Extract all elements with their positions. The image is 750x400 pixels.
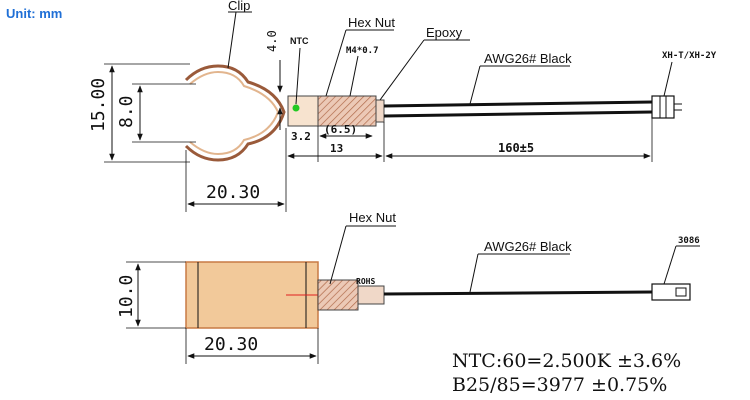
label-side-hex-nut: Hex Nut [349,210,396,225]
wire-top [383,100,653,108]
dim-width: 20.30 [206,182,260,203]
dim-tip: 4.0 [265,30,279,52]
label-side-connector: 3086 [678,236,700,246]
top-view: Clip Hex Nut Epoxy NTC M4*0.7 AWG26# Bla… [88,0,717,212]
dim-side-width: 20.30 [204,334,258,355]
dim-lead-len: 160±5 [498,141,534,155]
dim-side-height: 10.0 [116,275,137,318]
label-ntc: NTC [290,36,309,46]
spec-line-1: NTC:60=2.500K ±3.6% [452,350,682,372]
clip-inner [189,70,280,156]
label-connector: XH-T/XH-2Y [662,51,717,61]
label-epoxy: Epoxy [426,25,463,40]
dim-offset: 3.2 [291,130,311,143]
unit-label: Unit: mm [6,6,63,21]
side-wire [383,290,653,296]
label-wire: AWG26# Black [484,51,572,66]
label-thread: M4*0.7 [346,46,379,56]
label-rohs: ROHS [356,277,375,286]
epoxy-sleeve [375,99,385,123]
clip-shape [184,64,286,162]
dim-height-outer: 15.00 [88,78,109,132]
connector-top [651,95,675,119]
side-sleeve [357,285,385,305]
label-side-wire: AWG26# Black [484,239,572,254]
label-clip: Clip [228,0,250,13]
side-view: ROHS Hex Nut AWG26# Black 3086 10.0 20.3… [116,210,700,364]
dim-thread-len: (6.5) [324,123,357,136]
spec-line-2: B25/85=3977 ±0.75% [452,374,668,396]
dim-height-inner: 8.0 [116,95,137,128]
ntc-body [287,95,319,127]
ntc-led [292,104,300,112]
side-connector [651,283,691,301]
wire-bottom [383,110,653,118]
hex-nut [317,95,377,127]
side-nut [317,279,359,311]
label-hex-nut: Hex Nut [348,15,395,30]
dim-nut-len: 13 [330,142,343,155]
